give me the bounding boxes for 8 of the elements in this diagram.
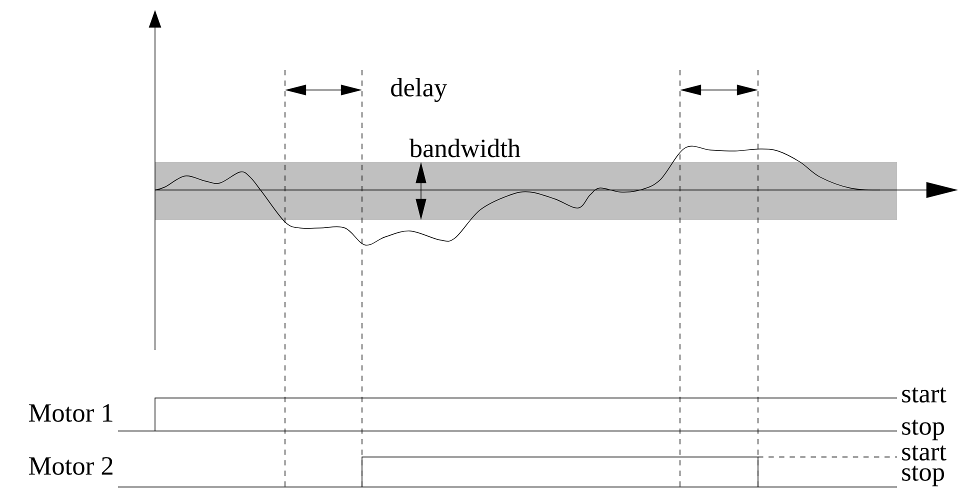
label-text: stop xyxy=(902,466,944,486)
label-text: start xyxy=(902,445,946,461)
label-text: Motor 1 xyxy=(29,404,112,422)
label-text: stop xyxy=(902,420,944,440)
label-text: start xyxy=(902,387,946,403)
label-text: bandwidth xyxy=(409,138,520,158)
label-text: Motor 2 xyxy=(29,457,112,475)
label-text: delay xyxy=(391,78,448,102)
